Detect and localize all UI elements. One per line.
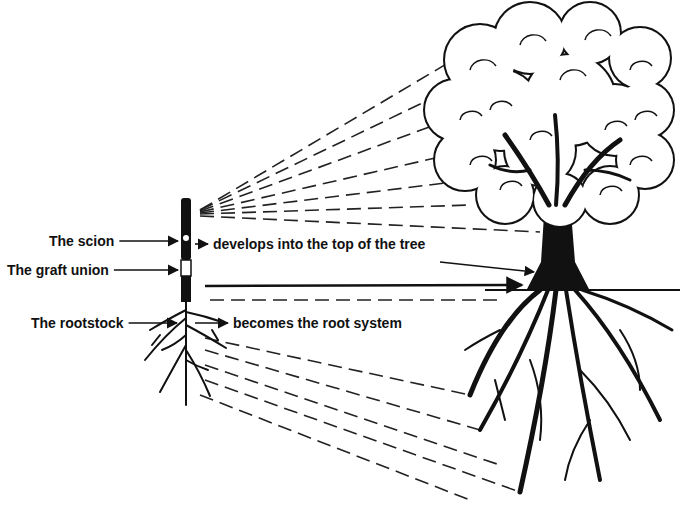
part-label: The rootstock — [30, 315, 125, 331]
part-label: The scion — [48, 233, 115, 249]
projection-lines — [200, 50, 540, 500]
leader-arrow — [195, 322, 228, 324]
part-label: becomes the root system — [232, 315, 403, 331]
leader-arrow — [119, 240, 178, 242]
leader-arrow — [129, 322, 177, 324]
top-arrow — [440, 262, 534, 272]
union-arrow — [205, 285, 522, 286]
leader-arrow — [114, 269, 178, 271]
part-label: develops into the top of the tree — [212, 236, 426, 252]
leader-arrow — [195, 243, 208, 245]
tree-roots — [465, 290, 672, 492]
tree-crown — [425, 3, 673, 226]
part-label: The graft union — [6, 262, 110, 278]
grafted-seedling — [145, 198, 226, 405]
